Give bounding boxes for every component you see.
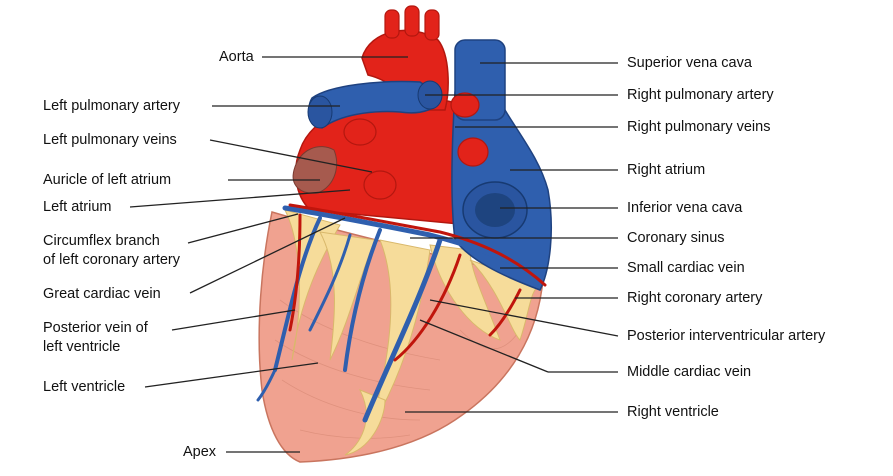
coronary-arteries [288,203,547,362]
label-right-pulmonary-veins: Right pulmonary veins [627,119,771,135]
label-left-atrium: Left atrium [43,199,112,215]
label-inferior-vena-cava: Inferior vena cava [627,200,743,216]
label-right-ventricle: Right ventricle [627,404,719,420]
label-middle-cardiac-vein: Middle cardiac vein [627,364,752,380]
label-left-pulmonary-artery: Left pulmonary artery [43,98,181,114]
label-right-atrium: Right atrium [627,162,706,178]
fat-deposits [284,209,542,456]
label-small-cardiac-vein: Small cardiac vein [627,260,745,276]
ivc-opening [475,193,515,227]
label-auricle-left-atrium: Auricle of left atrium [43,172,172,188]
label-aorta: Aorta [219,49,254,65]
label-left-pulmonary-veins: Left pulmonary veins [43,132,177,148]
label-apex: Apex [183,444,217,460]
label-left-ventricle: Left ventricle [43,379,126,395]
label-coronary-sinus: Coronary sinus [627,230,725,246]
label-great-cardiac-vein: Great cardiac vein [43,286,161,302]
aortic-branches [384,5,440,41]
muscle-texture [274,299,521,439]
label-posterior-vein-line2: left ventricle [43,339,121,355]
leader-lines [129,56,619,453]
pulmonary-veins-shapes [343,92,489,200]
label-posterior-interventricular-artery: Posterior interventricular artery [627,328,826,344]
label-posterior-vein-line1: Posterior vein of [43,320,148,336]
lpa-opening [307,95,333,129]
label-circumflex-line2: of left coronary artery [43,252,180,268]
label-superior-vena-cava: Superior vena cava [627,55,752,71]
label-right-coronary-artery: Right coronary artery [627,290,763,306]
label-circumflex-line1: Circumflex branch [43,233,160,249]
label-right-pulmonary-artery: Right pulmonary artery [627,87,774,103]
